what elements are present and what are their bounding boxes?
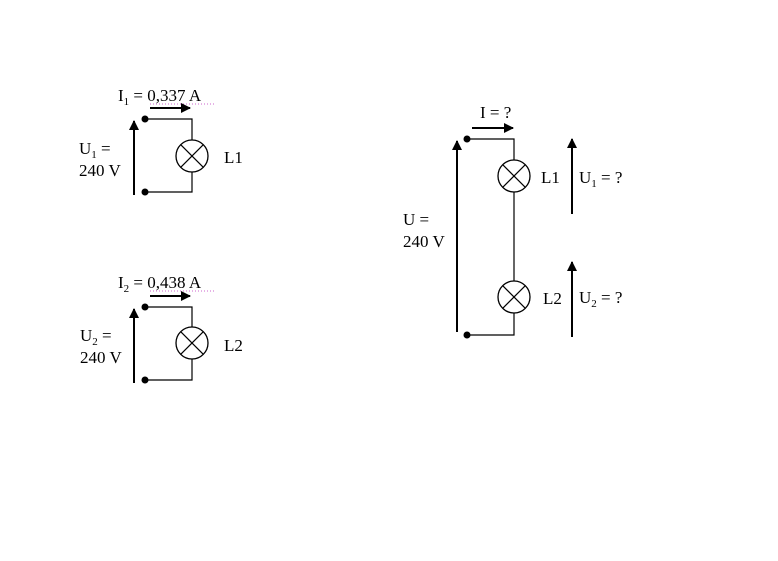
circuit-1: I1 = 0,337 A U1 = 240 V L1 (79, 86, 243, 196)
series-circuit: I = ? U = 240 V L1 U1 = ? L2 U (403, 103, 622, 339)
lamp-icon (175, 139, 209, 173)
series-lamp1-voltage: U1 = ? (579, 168, 622, 190)
terminal-s-b (463, 331, 471, 339)
series-voltage-label: U = (403, 210, 429, 229)
circuit2-voltage-value: 240 V (80, 348, 122, 367)
circuit1-voltage-label: U1 = (79, 139, 111, 161)
lamp-icon (497, 159, 531, 193)
terminal-2a (141, 303, 149, 311)
terminal-1b (141, 188, 149, 196)
series-wire-bottom (467, 313, 515, 336)
lamp-icon (497, 280, 531, 314)
wire-2 (145, 306, 193, 327)
lamp-label-2: L2 (224, 336, 243, 355)
wire-1 (145, 118, 193, 140)
terminal-s-a (463, 135, 471, 143)
terminal-1a (141, 115, 149, 123)
lamp-icon (175, 326, 209, 360)
series-voltage-value: 240 V (403, 232, 445, 251)
wire-2b (145, 359, 193, 381)
circuit2-voltage-label: U2 = (80, 326, 112, 348)
series-lamp2-voltage: U2 = ? (579, 288, 622, 310)
terminal-2b (141, 376, 149, 384)
series-lamp2-label: L2 (543, 289, 562, 308)
series-lamp1-label: L1 (541, 168, 560, 187)
series-current-label: I = ? (480, 103, 511, 122)
wire-1b (145, 172, 193, 193)
circuit1-voltage-value: 240 V (79, 161, 121, 180)
lamp-label-1: L1 (224, 148, 243, 167)
circuit-2: I2 = 0,438 A U2 = 240 V L2 (80, 273, 243, 384)
circuit1-current-label: I1 = 0,337 A (118, 86, 202, 108)
series-wire-top (467, 138, 515, 160)
circuit2-current-label: I2 = 0,438 A (118, 273, 202, 295)
